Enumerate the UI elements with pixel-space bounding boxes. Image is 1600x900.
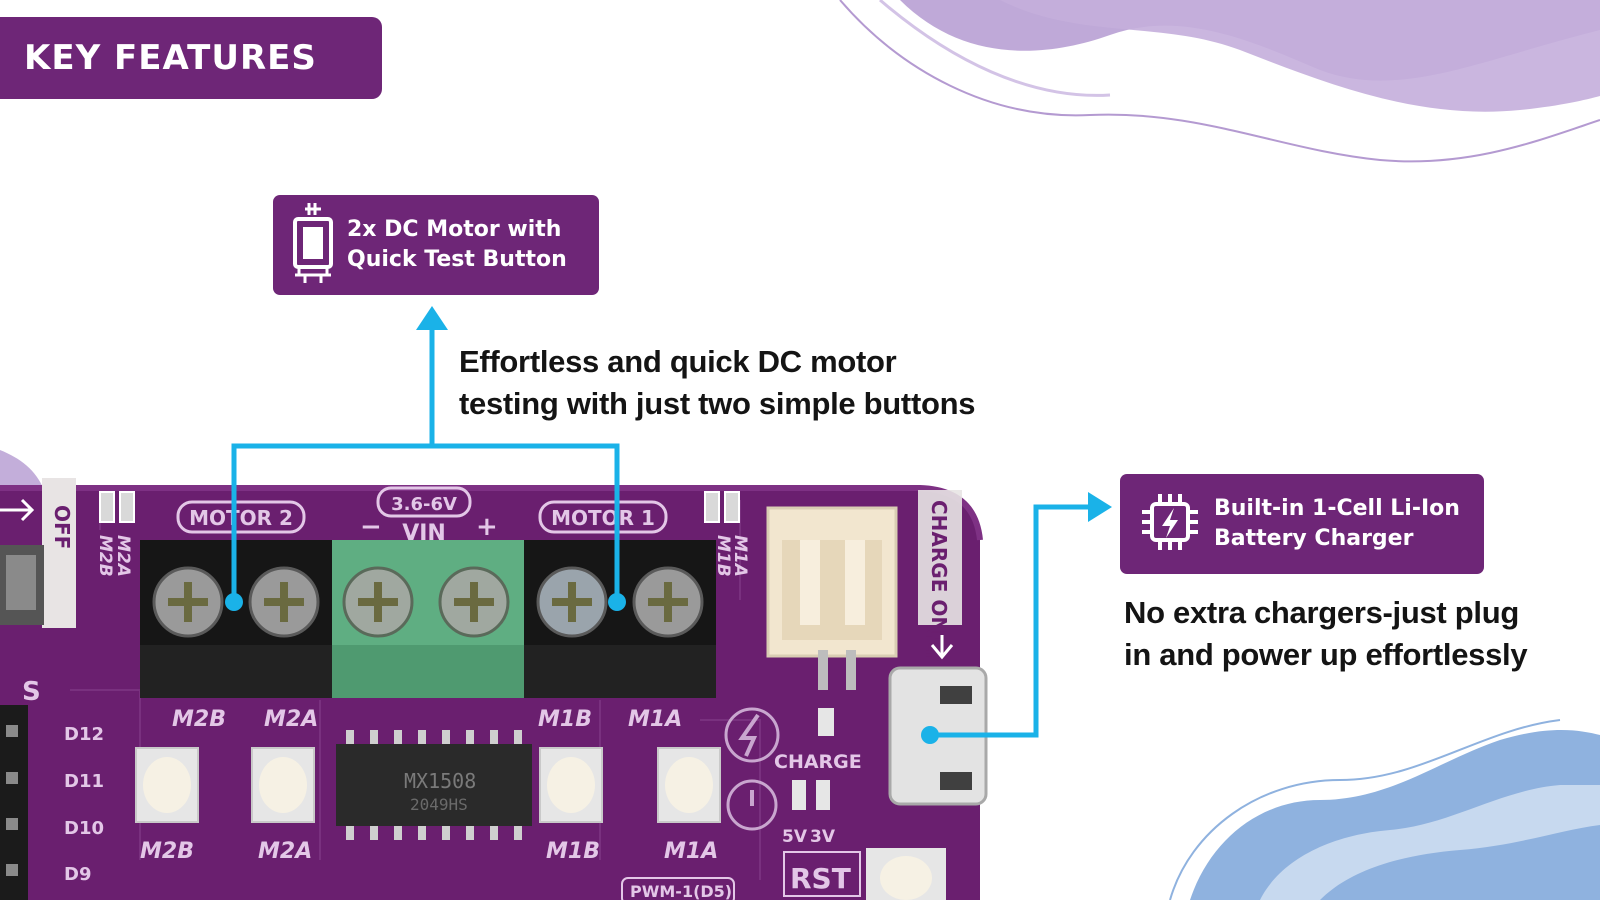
- power-switch-label-plate: [42, 478, 76, 628]
- 3v-led-label: 3V: [810, 827, 836, 847]
- pin-label-m1a: M1A: [628, 707, 682, 732]
- led-label-m2a: M2A: [113, 535, 133, 577]
- chip-label: MX1508: [404, 769, 476, 793]
- pin-d10-label: D10: [64, 818, 104, 839]
- motor2-pointer-dot: [225, 593, 243, 611]
- button-label-m1a: M1A: [664, 839, 718, 864]
- 5v-led-label: 5V: [782, 827, 808, 847]
- reset-button: [866, 848, 946, 900]
- battery-chip-icon: [1138, 490, 1202, 559]
- power-status-icon: [726, 779, 778, 831]
- header-pins: [0, 705, 28, 900]
- pin-label-m2b: M2B: [172, 707, 226, 732]
- motor1-silk-label: MOTOR 1: [551, 506, 655, 530]
- motor-feature-description: Effortless and quick DC motor testing wi…: [459, 344, 976, 421]
- charge-status-icon: [724, 707, 780, 763]
- pin-label-m2a: M2A: [264, 707, 318, 732]
- button-label-m1b: M1B: [546, 839, 600, 864]
- charge-only-silk: CHARGE ONLY: [927, 500, 951, 658]
- motor-driver-chip: [336, 730, 532, 840]
- motor1-led-pair: [704, 491, 740, 523]
- vin-range-silk-label: 3.6-6V: [391, 494, 457, 515]
- switch-off-label: OFF: [50, 505, 74, 549]
- svg-text:−: −: [360, 512, 382, 542]
- left-wave-decoration: [0, 450, 44, 490]
- pin-d12-label: D12: [64, 724, 104, 745]
- charge-led-label: CHARGE: [774, 751, 862, 773]
- led-label-m1a: M1A: [730, 535, 750, 577]
- top-wave-decoration: [839, 0, 1600, 163]
- charger-pointer-arrowhead: [1088, 492, 1112, 522]
- motor-pointer-arrowhead: [416, 306, 448, 330]
- charger-feature-title: Built-in 1-Cell Li-Ion Battery Charger: [1214, 496, 1460, 551]
- test-button-m1a: [657, 747, 721, 823]
- motor1-terminal-block: [524, 540, 716, 698]
- dc-motor-icon: [291, 201, 335, 290]
- motor-feature-box: 2x DC Motor with Quick Test Button: [273, 195, 599, 295]
- led-label-m1b: M1B: [713, 535, 733, 577]
- usb-pointer-dot: [921, 726, 939, 744]
- pin-d11-label: D11: [64, 771, 104, 792]
- pcb-board: OFF M2A M2B M1A M1B MOTOR 2 3.6-6V VIN −…: [0, 478, 988, 900]
- pin-label-m1b: M1B: [538, 707, 592, 732]
- motor2-led-pair: [99, 491, 135, 523]
- vin-terminal-block: [332, 540, 524, 698]
- motor-pointer: [231, 326, 620, 602]
- bottom-wave-decoration: [1169, 719, 1600, 900]
- svg-text:+: +: [476, 512, 498, 542]
- header-s-label: S: [22, 677, 41, 707]
- button-label-m2b: M2B: [140, 839, 194, 864]
- charger-feature-description: No extra chargers-just plug in and power…: [1124, 595, 1528, 672]
- page-title: KEY FEATURES: [24, 38, 317, 78]
- pwm-label: PWM-1(D5): [630, 882, 732, 900]
- chip-code: 2049HS: [410, 795, 468, 814]
- reset-label: RST: [790, 862, 851, 895]
- led-label-m2b: M2B: [95, 535, 115, 577]
- charger-feature-box: Built-in 1-Cell Li-Ion Battery Charger: [1120, 474, 1484, 574]
- button-label-m2a: M2A: [258, 839, 312, 864]
- key-features-banner: KEY FEATURES: [0, 17, 382, 99]
- motor1-pointer-dot: [608, 593, 626, 611]
- charger-pointer: [930, 504, 1090, 738]
- test-button-m1b: [539, 747, 603, 823]
- test-button-m2b: [135, 747, 199, 823]
- pin-d9-label: D9: [64, 864, 91, 885]
- test-button-m2a: [251, 747, 315, 823]
- motor2-silk-label: MOTOR 2: [189, 506, 293, 530]
- motor-feature-title: 2x DC Motor with Quick Test Button: [347, 217, 567, 272]
- battery-connector: [766, 506, 898, 690]
